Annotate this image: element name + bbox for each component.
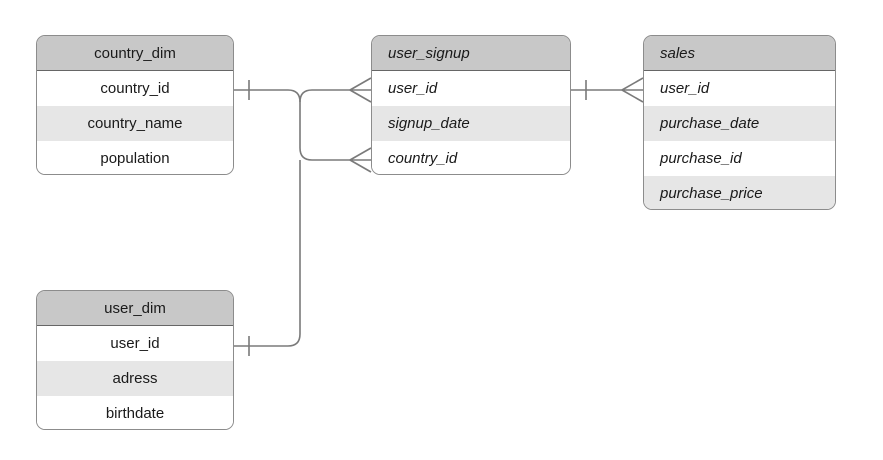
column-country_dim-population[interactable]: population	[37, 141, 233, 174]
entity-title-user_dim: user_dim	[37, 291, 233, 326]
column-sales-purchase_price[interactable]: purchase_price	[644, 176, 835, 209]
entity-sales[interactable]: sales user_id purchase_date purchase_id …	[643, 35, 836, 210]
column-user_dim-user_id[interactable]: user_id	[37, 326, 233, 361]
column-sales-purchase_date[interactable]: purchase_date	[644, 106, 835, 141]
entity-country_dim[interactable]: country_dim country_id country_name popu…	[36, 35, 234, 175]
column-country_dim-country_name[interactable]: country_name	[37, 106, 233, 141]
connector-user-signup-to-sales[interactable]	[571, 77, 644, 103]
crow-foot-sales-user-id	[621, 77, 644, 103]
column-sales-purchase_id[interactable]: purchase_id	[644, 141, 835, 176]
entity-title-sales: sales	[644, 36, 835, 71]
entity-user_dim[interactable]: user_dim user_id adress birthdate	[36, 290, 234, 430]
entity-title-user_signup: user_signup	[372, 36, 570, 71]
connector-branch-to-country-id[interactable]	[299, 147, 372, 173]
column-country_dim-country_id[interactable]: country_id	[37, 71, 233, 106]
column-sales-user_id[interactable]: user_id	[644, 71, 835, 106]
crow-foot-user-signup-country-id	[349, 147, 372, 173]
crow-foot-user-signup-user-id	[349, 77, 372, 103]
column-user_signup-user_id[interactable]: user_id	[372, 71, 570, 106]
entity-user_signup[interactable]: user_signup user_id signup_date country_…	[371, 35, 571, 175]
entity-title-country_dim: country_dim	[37, 36, 233, 71]
column-user_dim-birthdate[interactable]: birthdate	[37, 396, 233, 429]
connector-country-dim-to-user-signup[interactable]	[234, 77, 372, 148]
column-user_dim-adress[interactable]: adress	[37, 361, 233, 396]
column-user_signup-signup_date[interactable]: signup_date	[372, 106, 570, 141]
column-user_signup-country_id[interactable]: country_id	[372, 141, 570, 174]
connector-user-dim-to-user-signup[interactable]	[234, 160, 301, 356]
